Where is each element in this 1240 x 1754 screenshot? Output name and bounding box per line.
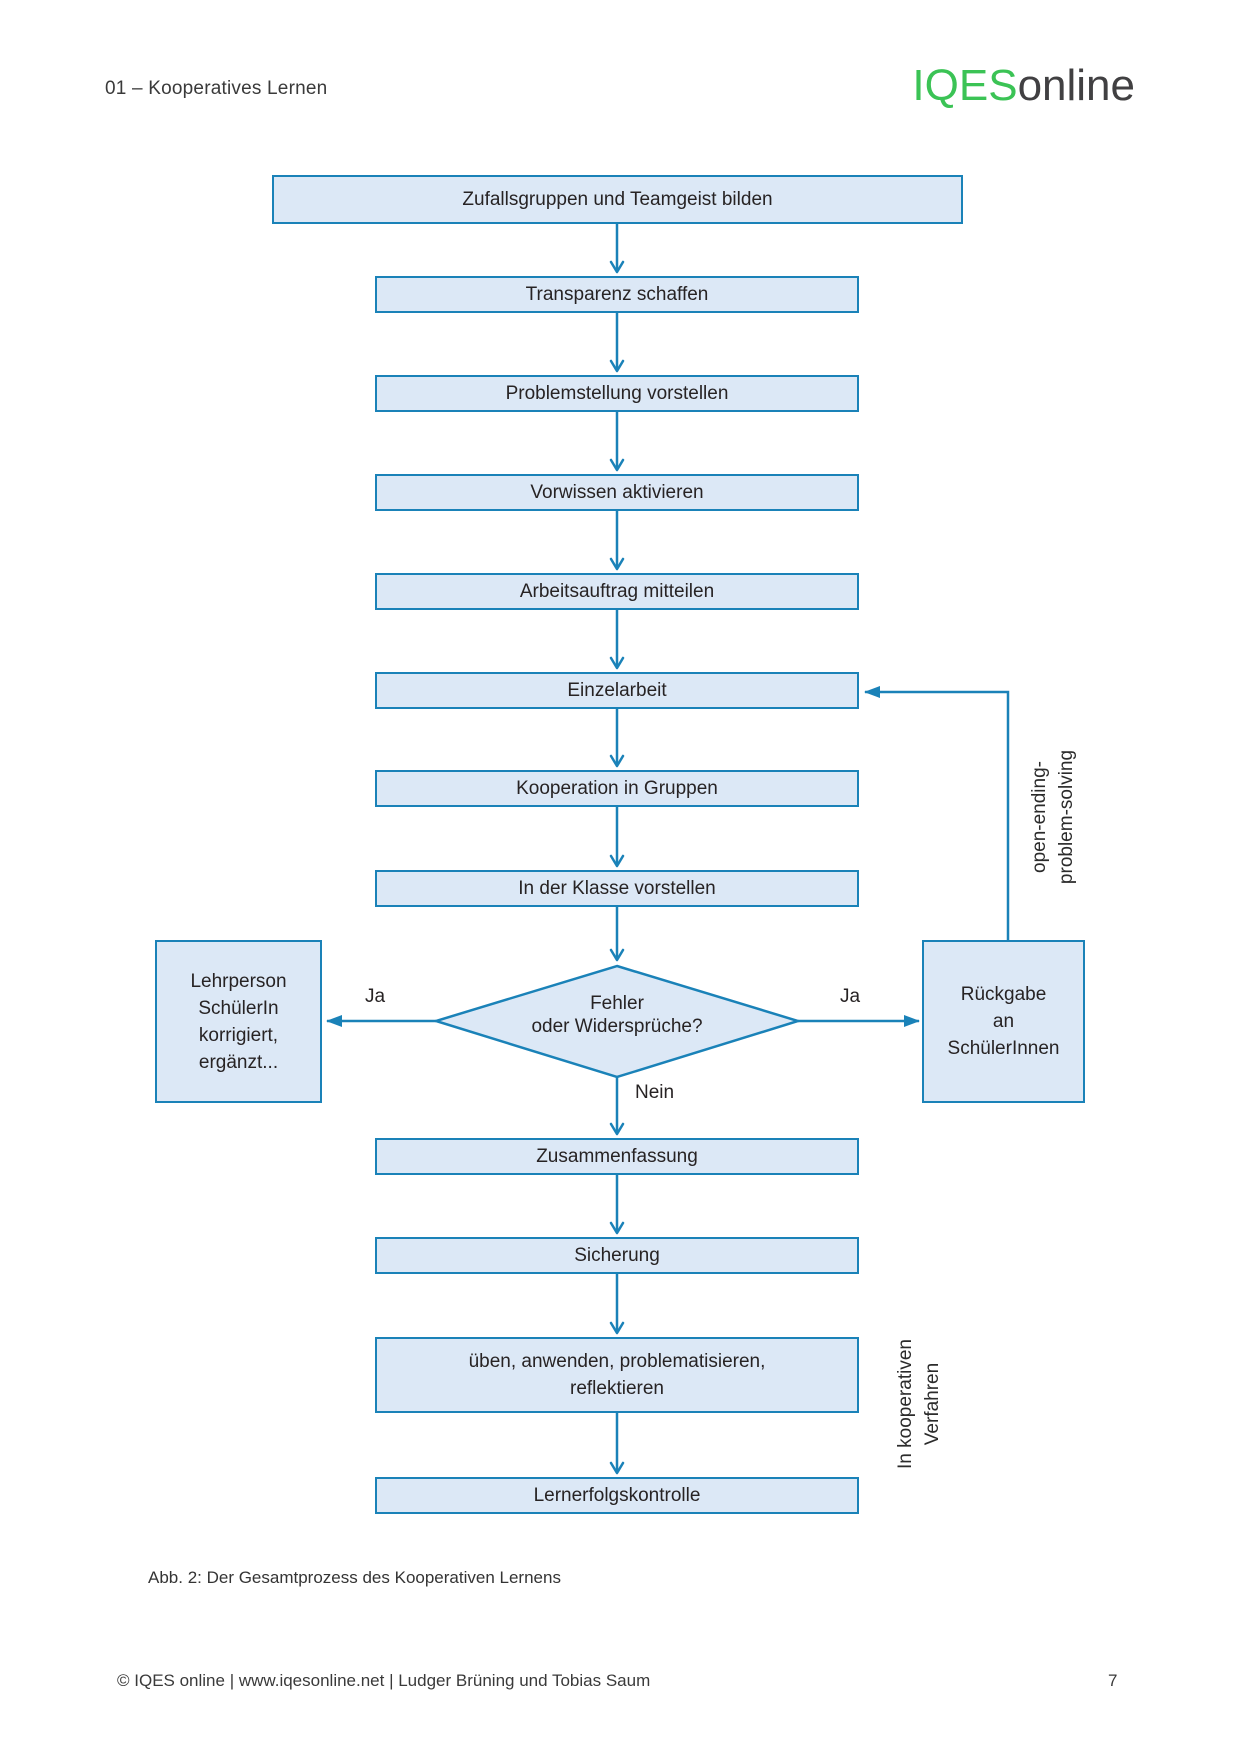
edge-label-ja-left: Ja [364, 986, 386, 1007]
figure-caption: Abb. 2: Der Gesamtprozess des Kooperativ… [148, 1568, 561, 1587]
flow-box-einzelarbeit: Einzelarbeit [375, 672, 859, 709]
footer-credits: © IQES online | www.iqesonline.net | Lud… [117, 1671, 651, 1690]
flow-box-kooperation: Kooperation in Gruppen [375, 770, 859, 807]
flow-box-vorwissen: Vorwissen aktivieren [375, 474, 859, 511]
iqes-logo: IQESonline [912, 64, 1135, 108]
flow-box-arbeitsauftrag: Arbeitsauftrag mitteilen [375, 573, 859, 610]
flow-box-problemstellung: Problemstellung vorstellen [375, 375, 859, 412]
edge-label-nein: Nein [635, 1082, 675, 1103]
flow-box-transparenz: Transparenz schaffen [375, 276, 859, 313]
annotation-open-ending: open-ending- problem-solving [1029, 749, 1077, 885]
page-number: 7 [1108, 1671, 1118, 1690]
logo-secondary: online [1017, 61, 1135, 110]
edge-label-ja-right: Ja [839, 986, 861, 1007]
decision-label: Fehler oder Widersprüche? [531, 993, 703, 1037]
flow-box-lernerfolgskontrolle: Lernerfolgskontrolle [375, 1477, 859, 1514]
section-title: 01 – Kooperatives Lernen [105, 78, 328, 99]
arrow-feedback-loop [864, 686, 1010, 940]
flow-box-rueckgabe: Rückgabe an SchülerInnen [922, 940, 1085, 1103]
flow-box-klasse: In der Klasse vorstellen [375, 870, 859, 907]
flow-box-zufallsgruppen: Zufallsgruppen und Teamgeist bilden [272, 175, 963, 224]
flow-box-lehrperson: Lehrperson SchülerIn korrigiert, ergänzt… [155, 940, 322, 1103]
flow-box-zusammenfassung: Zusammenfassung [375, 1138, 859, 1175]
flow-box-sicherung: Sicherung [375, 1237, 859, 1274]
logo-primary: IQES [912, 61, 1018, 110]
flow-box-ueben: üben, anwenden, problematisieren, reflek… [375, 1337, 859, 1413]
annotation-kooperative-verfahren: In kooperativen Verfahren [895, 1339, 943, 1469]
